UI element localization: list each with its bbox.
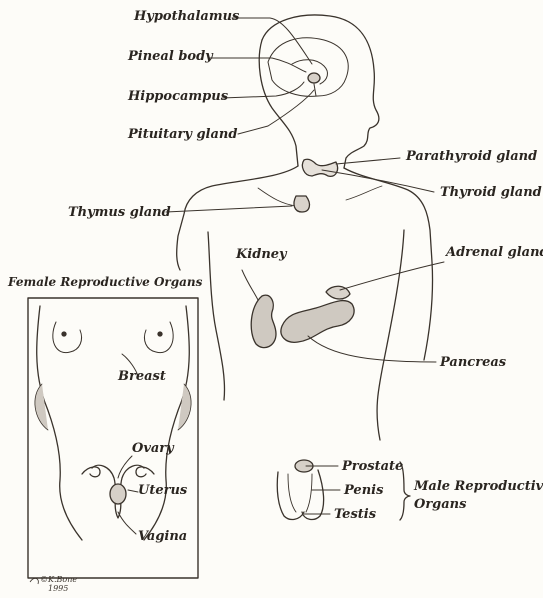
head-back	[259, 40, 298, 166]
label-male-reproductive: Male Reproductive	[414, 480, 543, 493]
label-vagina: Vagina	[138, 530, 187, 543]
label-pineal-body: Pineal body	[128, 50, 213, 63]
label-kidney: Kidney	[236, 248, 287, 261]
label-penis: Penis	[344, 484, 383, 497]
label-parathyroid-gland: Parathyroid gland	[406, 150, 537, 163]
label-prostate: Prostate	[342, 460, 403, 473]
head-outline	[262, 15, 379, 168]
brain-outline	[268, 38, 348, 97]
label-pancreas: Pancreas	[440, 356, 506, 369]
kidney-shape	[251, 295, 276, 348]
thymus	[294, 196, 309, 212]
label-uterus: Uterus	[138, 484, 187, 497]
label-adrenal-gland: Adrenal gland	[446, 246, 543, 259]
label-female-title: Female Reproductive Organs	[8, 276, 202, 288]
label-ovary: Ovary	[132, 442, 174, 455]
label-hypothalamus: Hypothalamus	[134, 10, 239, 23]
signature-year: 1995	[40, 585, 77, 594]
label-thymus-gland: Thymus gland	[68, 206, 171, 219]
label-thyroid-gland: Thyroid gland	[440, 186, 542, 199]
male-organs	[277, 470, 323, 519]
label-pituitary-gland: Pituitary gland	[128, 128, 237, 141]
label-breast: Breast	[118, 370, 166, 383]
torso-right	[377, 230, 404, 440]
label-testis: Testis	[334, 508, 376, 521]
right-shoulder	[344, 168, 433, 360]
label-organs: Organs	[414, 498, 466, 511]
torso-left	[208, 232, 225, 400]
signature: ©K.Bone 1995	[40, 576, 77, 594]
pancreas-shape	[281, 301, 354, 343]
label-hippocampus: Hippocampus	[128, 90, 228, 103]
thyroid	[302, 159, 337, 176]
signature-mark	[30, 578, 38, 584]
